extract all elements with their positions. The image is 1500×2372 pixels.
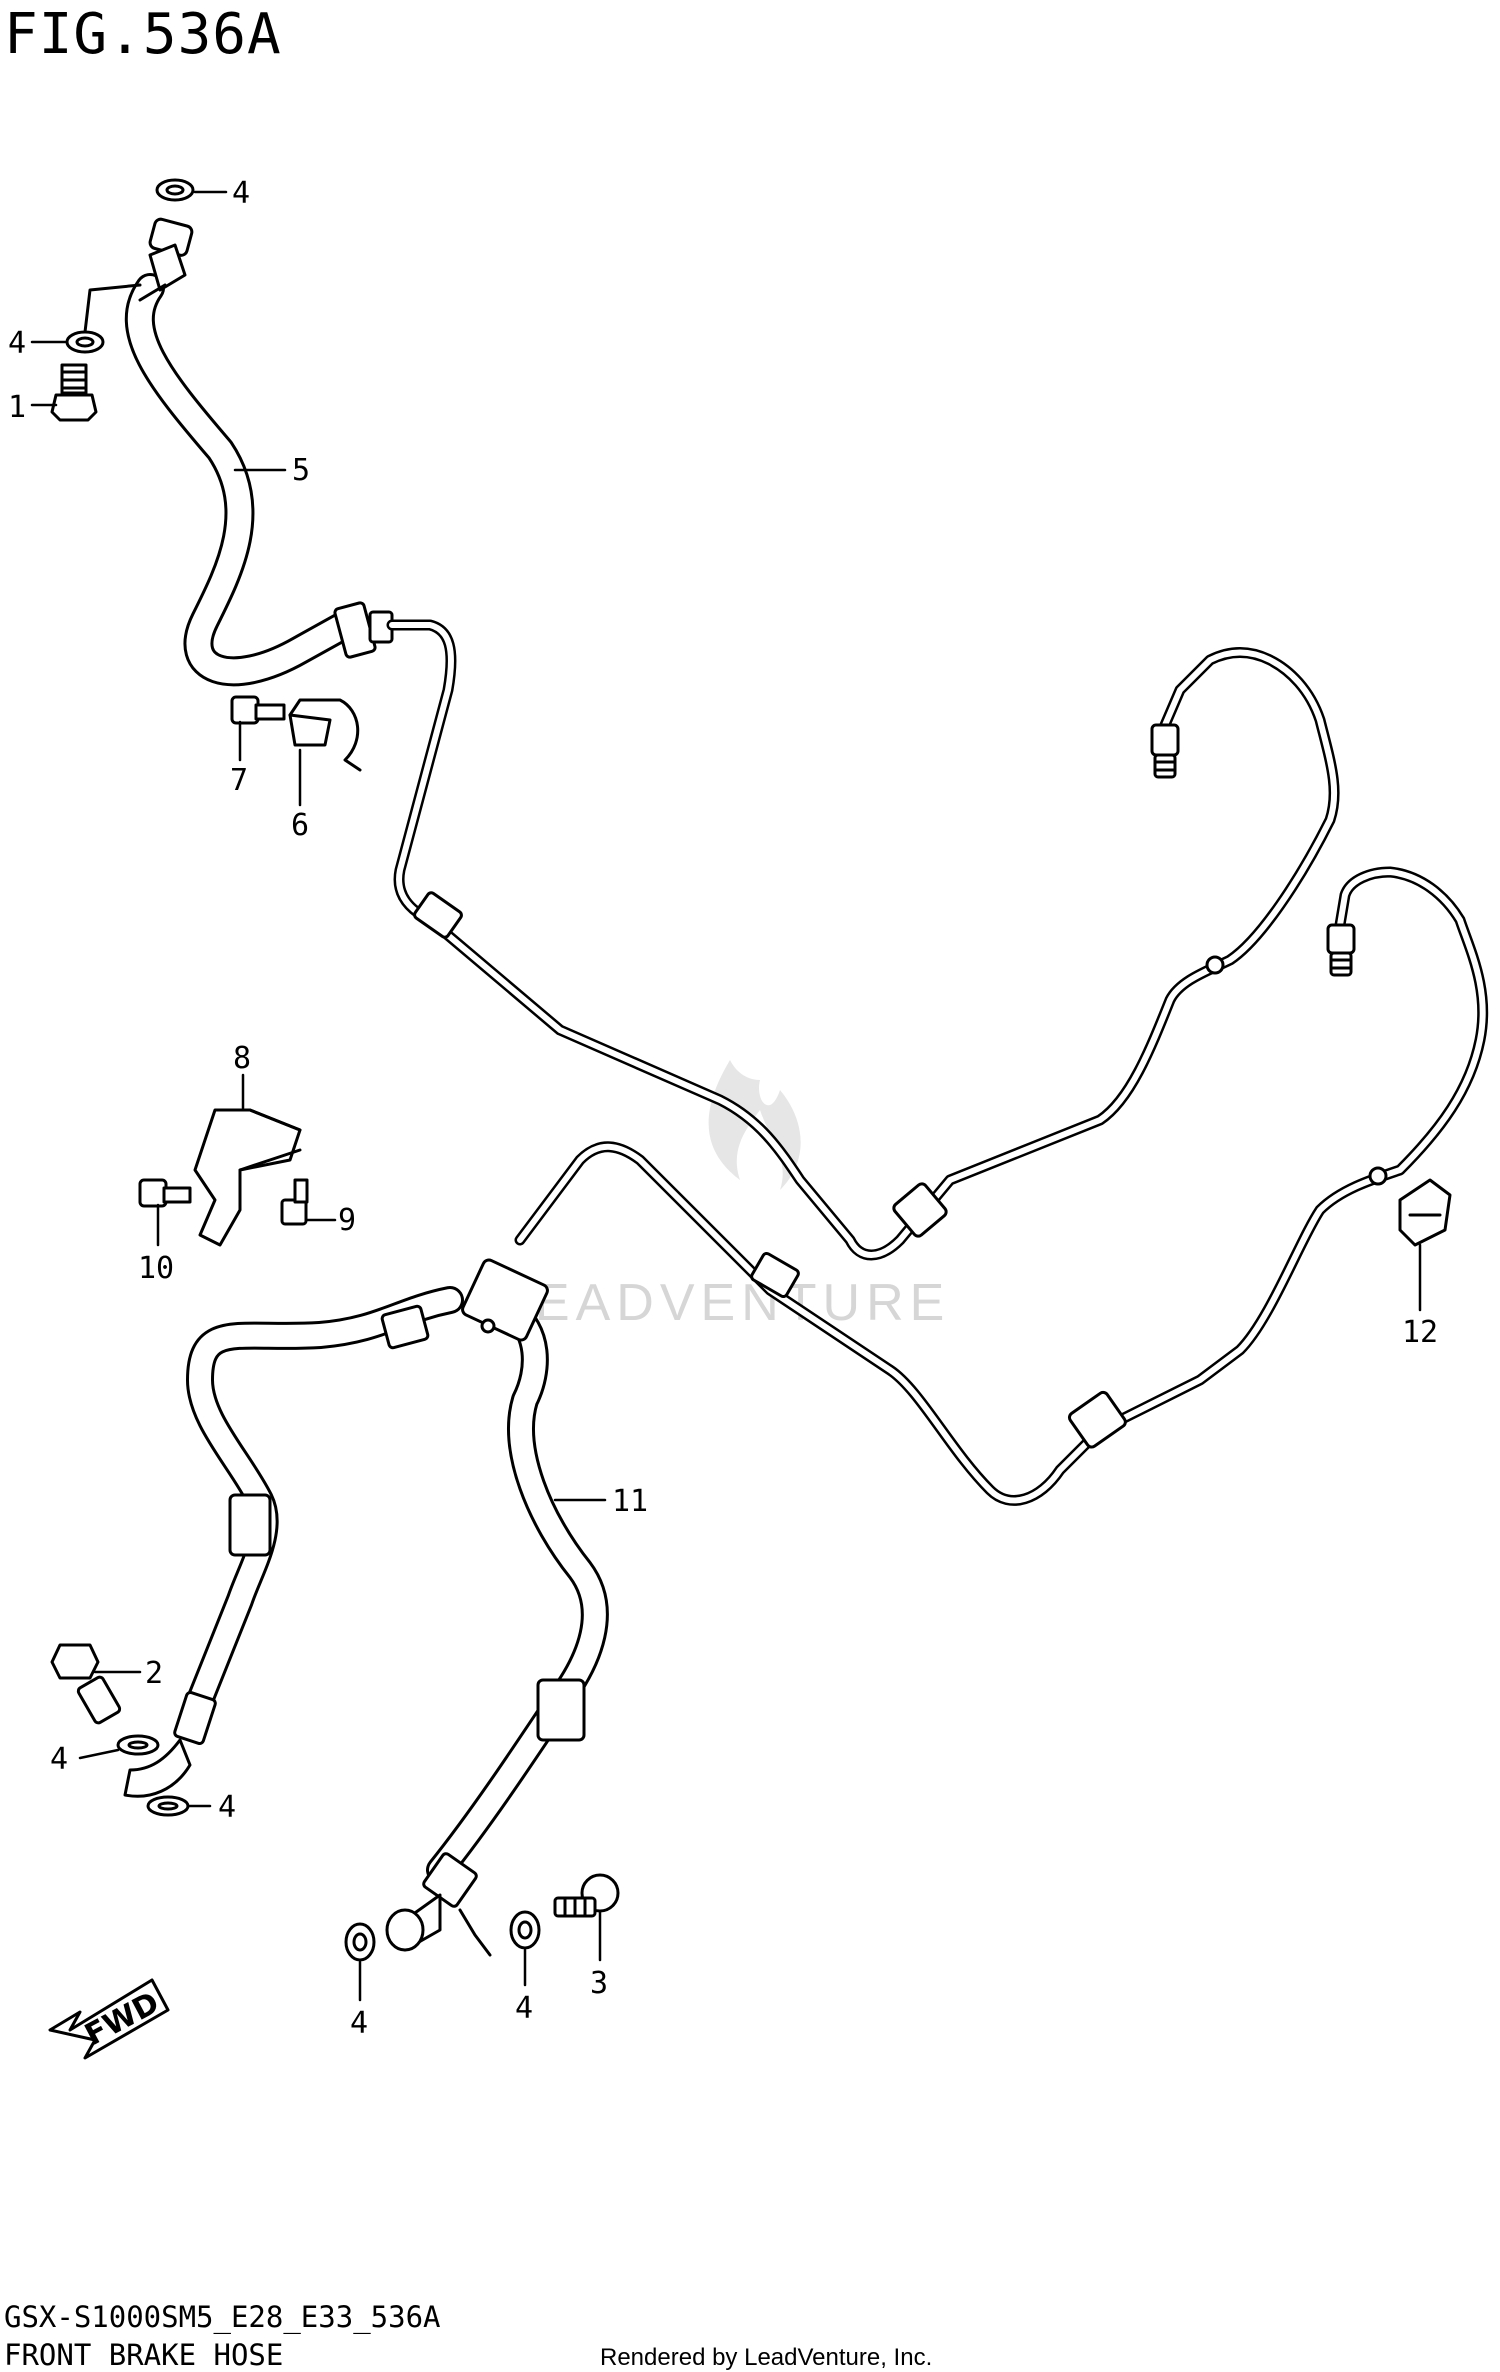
hose-clamp-6[interactable] (288, 698, 362, 772)
callout-upper-brake-hose[interactable]: 5 (292, 453, 310, 488)
union-bolt-1[interactable] (50, 363, 98, 422)
callout-washer[interactable]: 4 (232, 176, 250, 211)
washer-bottom-left[interactable] (344, 1922, 376, 1962)
lower-brake-hose[interactable] (123, 1258, 609, 1957)
callout-washer[interactable]: 4 (50, 1742, 68, 1777)
bolt-9[interactable] (280, 1178, 309, 1226)
fwd-label: FWD (79, 1985, 165, 2053)
washer-lower-left-b[interactable] (146, 1795, 190, 1817)
callout-union-bolt[interactable]: 2 (145, 1656, 163, 1691)
fwd-direction-arrow (48, 1978, 170, 2060)
callout-bolt[interactable]: 7 (230, 763, 248, 798)
bolt-10[interactable] (138, 1178, 192, 1208)
clamp-12[interactable] (1398, 1178, 1452, 1247)
upper-brake-hose[interactable] (124, 217, 394, 687)
leader-lines (30, 190, 1422, 2002)
bracket-8[interactable] (193, 1108, 302, 1247)
callout-hose-clamp[interactable]: 6 (291, 808, 309, 843)
washer-lower-left-a[interactable] (116, 1734, 160, 1756)
model-code: GSX-S1000SM5_E28_E33_536A (4, 2300, 441, 2334)
watermark-text: LEADVENTURE (500, 1274, 950, 1332)
callout-bolt[interactable]: 10 (138, 1251, 174, 1286)
callout-union-bolt[interactable]: 3 (590, 1966, 608, 2001)
callout-clamp[interactable]: 12 (1402, 1315, 1438, 1350)
assembly-name: FRONT BRAKE HOSE (4, 2338, 284, 2372)
washer-top[interactable] (155, 178, 195, 202)
watermark-flame-icon (708, 1060, 801, 1190)
bolt-7[interactable] (230, 695, 286, 725)
washer-upper-left[interactable] (65, 283, 142, 354)
watermark: LEADVENTURE (500, 1060, 950, 1332)
upper-brake-pipe[interactable] (386, 619, 1340, 1261)
callout-bolt[interactable]: 9 (338, 1203, 356, 1238)
callouts: 4 4 1 5 7 6 8 9 10 12 11 2 4 4 3 4 4 (8, 176, 1438, 2041)
figure-title: FIG.536A (4, 2, 282, 67)
lower-brake-pipe[interactable] (514, 866, 1489, 1506)
washer-bottom-right[interactable] (509, 1910, 541, 1950)
callout-washer[interactable]: 4 (515, 1991, 533, 2026)
callout-lower-brake-hose[interactable]: 11 (612, 1484, 648, 1519)
callout-union-bolt[interactable]: 1 (8, 390, 26, 425)
callout-washer[interactable]: 4 (8, 326, 26, 361)
callout-washer[interactable]: 4 (350, 2006, 368, 2041)
render-credit: Rendered by LeadVenture, Inc. (600, 2344, 933, 2371)
union-bolt-2[interactable] (50, 1643, 122, 1725)
callout-washer[interactable]: 4 (218, 1790, 236, 1825)
union-bolt-3[interactable] (553, 1873, 620, 1918)
callout-bracket[interactable]: 8 (233, 1041, 251, 1076)
